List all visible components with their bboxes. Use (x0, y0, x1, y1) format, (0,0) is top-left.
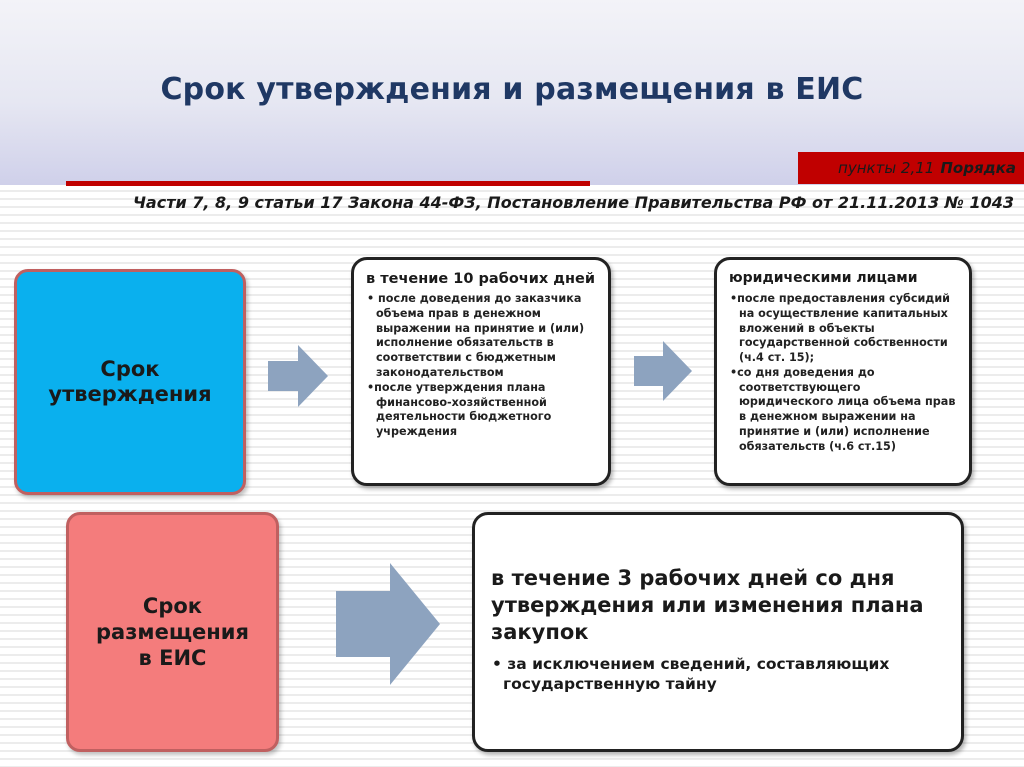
approval-budget-box: в течение 10 рабочих дней • после доведе… (351, 257, 611, 486)
placement-label-line1: Срок (142, 593, 203, 618)
approval-budget-item: •после утверждения плана финансово-хозяй… (367, 380, 552, 439)
page-title: Срок утверждения и размещения в ЕИС (160, 72, 864, 107)
approval-legal-entities-item: •со дня доведения до соответствующего юр… (730, 365, 956, 453)
approval-legal-entities-item: •после предоставления субсидий на осущес… (730, 292, 951, 365)
approval-term-box: Срок утверждения (14, 269, 246, 495)
placement-exception-item: • за исключением сведений, составляющих … (492, 654, 890, 693)
source-tag-prefix: пункты 2,11 (838, 159, 935, 177)
arrow-right-icon (634, 341, 692, 401)
legal-basis-subtitle: Части 7, 8, 9 статьи 17 Закона 44-ФЗ, По… (132, 193, 1014, 212)
source-tag-strong: Порядка (940, 159, 1016, 177)
placement-label-line3: в ЕИС (138, 646, 207, 671)
approval-legal-entities-heading: юридическими лицами (729, 270, 918, 286)
approval-legal-entities-box: юридическими лицами •после предоставлени… (714, 257, 972, 486)
arrow-right-icon (268, 345, 328, 407)
placement-term-box: Срок размещения в ЕИС (66, 512, 279, 752)
placement-deadline-box: в течение 3 рабочих дней со дня утвержде… (472, 512, 964, 752)
placement-label-line2: размещения (96, 619, 249, 644)
approval-label-line2: утверждения (48, 382, 212, 406)
approval-label-line1: Срок (100, 356, 160, 381)
approval-budget-heading: в течение 10 рабочих дней (366, 271, 596, 287)
placement-deadline-heading: в течение 3 рабочих дней со дня утвержде… (491, 566, 924, 644)
approval-budget-item: • после доведения до заказчика объема пр… (367, 292, 585, 380)
source-tag: пункты 2,11 Порядка (798, 152, 1024, 184)
arrow-right-icon (336, 563, 440, 685)
title-underline (66, 181, 590, 186)
